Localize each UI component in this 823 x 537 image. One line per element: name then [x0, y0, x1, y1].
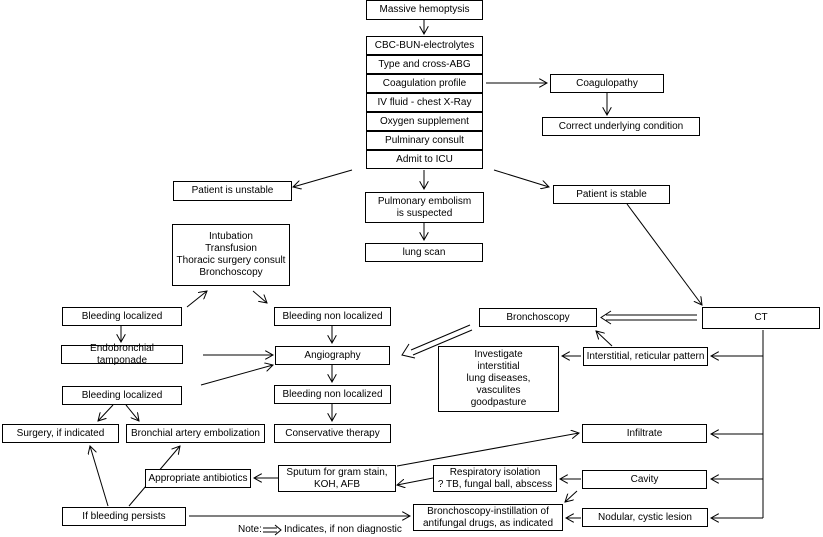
- note-prefix: Note:: [238, 524, 262, 535]
- box-bronchoscopy: Bronchoscopy: [479, 308, 597, 327]
- box-patient-unstable: Patient is unstable: [173, 181, 292, 201]
- arrow-resp-to-sputum: [397, 477, 434, 485]
- arrow-sputum-to-infiltrate: [396, 433, 579, 467]
- box-lung-scan: lung scan: [365, 243, 483, 262]
- box-respiratory-isolation: Respiratory isolation ? TB, fungal ball,…: [433, 465, 557, 492]
- arrow-local2-to-surgery: [98, 404, 114, 421]
- box-bronchial-artery-embolization: Bronchial artery embolization: [126, 424, 265, 443]
- box-infiltrate: Infiltrate: [582, 424, 707, 443]
- arrow-local2-to-angio: [200, 365, 273, 386]
- instill-line-2: antifungal drugs, as indicated: [422, 517, 554, 529]
- box-type-and-cross: Type and cross-ABG: [366, 55, 483, 74]
- pe-line-2: is suspected: [396, 207, 453, 219]
- box-surgery-if-indicated: Surgery, if indicated: [2, 424, 119, 443]
- investigate-line-1: Investigate: [474, 349, 523, 360]
- box-conservative-therapy: Conservative therapy: [274, 424, 391, 443]
- box-bleeding-localized-2: Bleeding localized: [62, 386, 182, 405]
- investigate-line-3: lung diseases,: [466, 373, 531, 384]
- intubation-line-2: Transfusion: [205, 243, 257, 254]
- sputum-line-1: Sputum for gram stain,: [286, 466, 388, 478]
- box-bleeding-non-localized-1: Bleeding non localized: [274, 307, 391, 326]
- sputum-line-2: KOH, AFB: [313, 478, 361, 490]
- box-cavity: Cavity: [582, 470, 707, 489]
- box-bleeding-non-localized-2: Bleeding non localized: [274, 385, 391, 404]
- box-intubation-group: Intubation Transfusion Thoracic surgery …: [172, 224, 290, 286]
- box-bronchoscopy-instillation: Bronchoscopy-instillation of antifungal …: [413, 504, 563, 531]
- intubation-line-3: Thoracic surgery consult: [176, 255, 286, 266]
- box-oxygen-supplement: Oxygen supplement: [366, 112, 483, 131]
- arrow-icu-to-unstable: [293, 169, 353, 187]
- box-sputum: Sputum for gram stain, KOH, AFB: [278, 465, 396, 492]
- box-massive-hemoptysis: Massive hemoptysis: [366, 0, 483, 20]
- box-appropriate-antibiotics: Appropriate antibiotics: [145, 469, 251, 488]
- instill-line-1: Bronchoscopy-instillation of: [427, 505, 549, 517]
- box-admit-icu: Admit to ICU: [366, 150, 483, 169]
- arrow-intub-to-nonlocal: [252, 290, 267, 303]
- arrow-local2-to-embol: [125, 404, 139, 421]
- arrow-stable-to-ct: [626, 203, 702, 305]
- box-coagulation-profile: Coagulation profile: [366, 74, 483, 93]
- box-iv-fluid-xray: IV fluid - chest X-Ray: [366, 93, 483, 112]
- double-arrow-ct-to-bronchoscopy: [600, 310, 697, 325]
- box-correct-underlying-condition: Correct underlying condition: [542, 117, 700, 136]
- investigate-line-5: goodpasture: [470, 397, 527, 408]
- intubation-line-1: Intubation: [209, 231, 253, 242]
- box-pulmonary-consult: Pulminary consult: [366, 131, 483, 150]
- investigate-line-2: interstitial: [477, 361, 520, 372]
- note-double-arrow-icon: [263, 524, 282, 536]
- box-coagulopathy: Coagulopathy: [550, 74, 664, 93]
- box-endobronchial-tamponade: Endobronchial tamponade: [61, 343, 183, 366]
- box-nodular-cystic: Nodular, cystic lesion: [582, 508, 708, 527]
- double-arrow-bronchoscopy-to-angiography: [401, 324, 473, 359]
- resp-line-2: ? TB, fungal ball, abscess: [437, 478, 553, 490]
- resp-line-1: Respiratory isolation: [449, 466, 541, 478]
- arrow-interstitial-to-bronchoscopy: [596, 331, 613, 347]
- box-angiography: Angiography: [275, 346, 390, 365]
- box-ct: CT: [702, 307, 820, 329]
- arrow-icu-to-stable: [493, 169, 549, 187]
- arrow-cavity-to-instill: [565, 490, 578, 502]
- intubation-line-4: Bronchoscopy: [199, 267, 263, 278]
- box-pulmonary-embolism: Pulmonary embolism is suspected: [365, 192, 484, 223]
- box-bleeding-localized-1: Bleeding localized: [62, 307, 182, 326]
- box-if-bleeding-persists: If bleeding persists: [62, 507, 186, 526]
- arrow-ifbleed-to-surgery: [90, 446, 109, 507]
- box-patient-stable: Patient is stable: [553, 185, 670, 204]
- note-text: Indicates, if non diagnostic: [284, 524, 402, 535]
- box-interstitial-reticular: Interstitial, reticular pattern: [583, 347, 708, 366]
- box-cbc-bun-electrolytes: CBC-BUN-electrolytes: [366, 36, 483, 55]
- box-investigate: Investigate interstitial lung diseases, …: [438, 346, 559, 412]
- investigate-line-4: vasculites: [476, 385, 521, 396]
- arrow-local1-to-intub: [186, 291, 207, 308]
- pe-line-1: Pulmonary embolism: [377, 195, 472, 207]
